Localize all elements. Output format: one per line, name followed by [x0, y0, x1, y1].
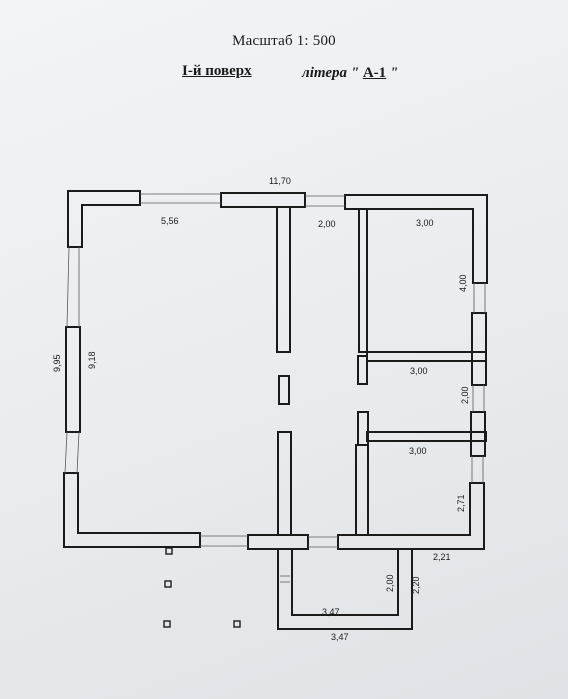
dim-total-height: 9,95: [52, 354, 62, 372]
dim-room1-width: 3,00: [416, 218, 434, 228]
wall-left-mid: [65, 326, 81, 433]
dim-porch-offset: 2,21: [433, 552, 451, 562]
wall-right-mid: [471, 312, 487, 386]
wall-rooms-left-c: [355, 444, 369, 536]
wall-top-mid: [220, 192, 306, 208]
dim-room2-height: 2,00: [460, 386, 470, 404]
scale-label: Масштаб 1: 500: [232, 33, 336, 49]
dim-room2-width: 3,00: [410, 366, 428, 376]
window-left-a: [66, 246, 70, 328]
window-left-c: [64, 431, 68, 474]
marker-3: [163, 620, 171, 628]
wall-main-right-a: [278, 375, 290, 405]
dim-porch-outer-height: 2,20: [411, 576, 421, 594]
floor-title: І-й поверх: [182, 63, 252, 79]
window-left-d: [76, 431, 80, 474]
dim-porch-inner-width: 3,47: [322, 607, 340, 617]
wall-right-b: [470, 411, 486, 457]
dim-main-height: 9,18: [87, 351, 97, 369]
porch-markers: [163, 547, 241, 628]
dimension-labels: 11,70 5,56 2,00 3,00 4,00 3,00 2,00 3,00…: [52, 176, 470, 642]
litera-label: літера " А-1 ": [302, 65, 398, 82]
dim-main-width: 5,56: [161, 216, 179, 226]
wall-room1-bottom: [366, 351, 487, 362]
litera-prefix: літера ": [302, 65, 360, 81]
wall-top-left: [67, 190, 141, 248]
dim-porch-outer-width: 3,47: [331, 632, 349, 642]
dim-room1-height: 4,00: [458, 274, 468, 292]
litera-code: А-1: [362, 65, 387, 81]
wall-rooms-left-top: [358, 208, 368, 353]
wall-top-right: [344, 194, 488, 284]
marker-4: [233, 620, 241, 628]
wall-rooms-left-mid: [357, 355, 368, 385]
walls: [63, 190, 488, 630]
wall-bottom-mid: [247, 534, 309, 550]
dim-porch-inner-height: 2,00: [385, 574, 395, 592]
dim-room3-height: 2,71: [456, 494, 466, 512]
wall-room2-bottom: [366, 431, 487, 442]
wall-right-bottom: [337, 482, 485, 550]
dim-room3-width: 3,00: [409, 446, 427, 456]
litera-suffix: ": [389, 65, 399, 81]
wall-left-bottom: [63, 472, 201, 548]
wall-main-right-top: [276, 206, 291, 353]
dim-corridor-width: 2,00: [318, 219, 336, 229]
wall-porch: [277, 548, 413, 630]
wall-main-right-b: [277, 431, 292, 536]
dim-total-width: 11,70: [269, 176, 291, 186]
openings: [64, 193, 486, 583]
marker-1: [165, 547, 173, 555]
marker-2: [164, 580, 172, 588]
